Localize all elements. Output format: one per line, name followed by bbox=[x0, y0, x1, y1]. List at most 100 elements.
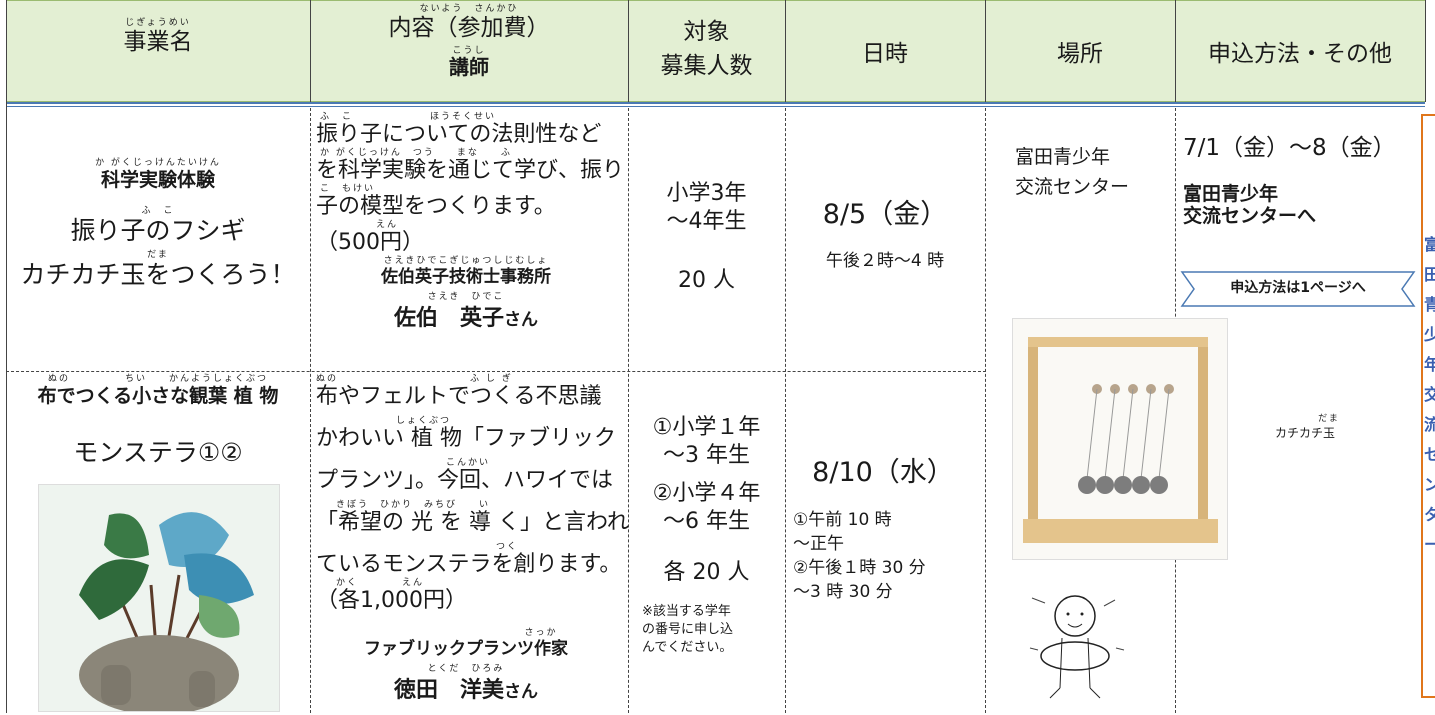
side-tab bbox=[1421, 114, 1435, 698]
content-line: 振り子についての法則性など bbox=[316, 122, 602, 147]
side-tab-label: 富田青少年交流センター bbox=[1424, 235, 1435, 554]
header-label: 対象 bbox=[683, 19, 730, 45]
header-label: 講師 bbox=[449, 55, 489, 79]
ruby-text: つく bbox=[496, 542, 519, 552]
ruby-text: とくだ ひろみ bbox=[427, 664, 505, 674]
target-grade: ～6 年生 bbox=[663, 509, 750, 534]
content-line: ているモンステラを創ります。 bbox=[316, 552, 622, 577]
header-target: 対象 募集人数 bbox=[628, 18, 785, 80]
row2-target: ①小学１年 ～3 年生 ②小学４年 ～6 年生 各 20 人 ※該当する学年 の… bbox=[628, 414, 785, 657]
header-label: 場所 bbox=[1057, 41, 1103, 67]
row1-datetime: 8/5（金） 午後２時～4 時 bbox=[785, 200, 985, 272]
ruby-text: えん bbox=[376, 220, 399, 230]
ruby-text: きぼう ひかり みちび い bbox=[336, 500, 491, 510]
col-divider bbox=[628, 108, 629, 713]
ruby-text: しょくぶつ bbox=[396, 416, 452, 426]
table-header bbox=[6, 0, 1425, 102]
col-divider bbox=[310, 0, 311, 102]
cradle-photo bbox=[1012, 318, 1228, 560]
row2-event: ぬの ちい かんようしょくぶつ 布でつくる小さな観葉 植 物 モンステラ①② bbox=[6, 374, 310, 468]
col-divider bbox=[1425, 0, 1426, 102]
row1-target: 小学3年 ～4年生 20 人 bbox=[628, 180, 785, 297]
col-divider bbox=[1175, 0, 1176, 102]
content-line: 布やフェルトでつくる不思議 bbox=[316, 384, 602, 409]
header-content: ないよう さんかひ 内容（参加費） こうし 講師 bbox=[310, 4, 628, 78]
plant-illustration bbox=[79, 512, 254, 715]
ruby-text: か がくじっけんたいけん bbox=[95, 158, 221, 168]
time-slot: ②午後１時 30 分 bbox=[793, 558, 926, 578]
banner-shape bbox=[1180, 271, 1416, 307]
content-line: 子の模型をつくります。 bbox=[316, 194, 556, 219]
content-line: プランツ」。今回、ハワイでは bbox=[316, 468, 614, 493]
content-line: 「希望の 光 を 導 く」と言われ bbox=[316, 510, 629, 535]
event-date: 8/5（金） bbox=[822, 199, 948, 230]
target-grade: ～4年生 bbox=[666, 209, 747, 234]
event-title: 振り子のフシギ bbox=[70, 216, 246, 245]
ruby-text: ぬの ふ し ぎ bbox=[316, 374, 513, 384]
apply-banner[interactable]: 申込方法は1ページへ bbox=[1180, 270, 1416, 308]
apply-line: 交流センターへ bbox=[1183, 205, 1317, 227]
event-title: モンステラ①② bbox=[73, 438, 243, 467]
header-label: 日時 bbox=[862, 41, 908, 67]
header-label: 募集人数 bbox=[660, 53, 753, 79]
header-event-name: じぎょうめい 事業名 bbox=[6, 18, 310, 56]
place-line: 交流センター bbox=[1015, 176, 1130, 198]
event-title: カチカチ玉をつくろう！ bbox=[20, 260, 296, 289]
ruby-text: ふ こ ほうそくせい bbox=[320, 112, 497, 122]
cradle-caption: だま カチカチ玉 bbox=[1255, 414, 1355, 443]
time-slot: ～正午 bbox=[793, 534, 844, 554]
header-label: 内容（参加費） bbox=[388, 15, 550, 41]
col-divider bbox=[785, 108, 786, 713]
target-grade: ②小学４年 bbox=[652, 481, 761, 506]
row-divider bbox=[6, 371, 986, 372]
note-line: ※該当する学年 bbox=[642, 604, 731, 619]
event-time: 午後２時～4 時 bbox=[825, 251, 945, 271]
honorific: さん bbox=[504, 682, 538, 702]
lecturer-org: ファブリックプランツ作家 bbox=[364, 639, 568, 659]
row2-datetime: 8/10（水） ①午前 10 時 ～正午 ②午後１時 30 分 ～3 時 30 … bbox=[793, 458, 983, 604]
place-line: 富田青少年 bbox=[1015, 146, 1111, 168]
lecturer-org: 佐伯英子技術士事務所 bbox=[381, 267, 551, 287]
row1-content: ふ こ ほうそくせい 振り子についての法則性など か がくじっけん つう まな … bbox=[316, 112, 626, 335]
col-divider bbox=[985, 108, 986, 713]
ruby-text: ふ こ bbox=[141, 206, 175, 216]
target-grade: ①小学１年 bbox=[652, 415, 761, 440]
ruby-text: さえき ひでこ bbox=[427, 292, 505, 302]
event-subtitle: 科学実験体験 bbox=[100, 169, 215, 191]
col-divider bbox=[785, 0, 786, 102]
col-divider bbox=[985, 0, 986, 102]
ruby-text: だま bbox=[147, 250, 169, 260]
capacity: 各 20 人 bbox=[663, 560, 750, 585]
honorific: さん bbox=[504, 310, 538, 330]
event-subtitle: 布でつくる小さな観葉 植 物 bbox=[37, 385, 279, 407]
ruby-text: さっか bbox=[524, 628, 558, 638]
apply-period: 7/1（金）～8（金） bbox=[1183, 135, 1396, 161]
header-label: 事業名 bbox=[123, 29, 193, 55]
ruby-text: こうし bbox=[452, 46, 486, 56]
header-label: 申込方法・その他 bbox=[1208, 41, 1392, 67]
monstera-photo bbox=[38, 484, 280, 715]
lecturer-name: 佐伯 英子 bbox=[393, 306, 504, 331]
row1-event: か がくじっけんたいけん 科学実験体験 ふ こ 振り子のフシギ だま カチカチ玉… bbox=[6, 158, 310, 290]
ruby-text: だま bbox=[1318, 414, 1340, 424]
col-divider bbox=[310, 108, 311, 713]
ruby-text: こんかい bbox=[446, 458, 491, 468]
caption-text: カチカチ玉 bbox=[1274, 426, 1335, 440]
ruby-text: か がくじっけん つう まな ふ bbox=[320, 148, 512, 158]
time-slot: ～3 時 30 分 bbox=[793, 582, 893, 602]
ruby-text: こ もけい bbox=[320, 184, 376, 194]
row2-content: ぬの ふ し ぎ 布やフェルトでつくる不思議 しょくぶつ かわいい 植 物「ファ… bbox=[316, 374, 629, 707]
note-line: の番号に申し込 bbox=[642, 622, 734, 637]
event-date: 8/10（水） bbox=[812, 457, 954, 488]
swimmer-icon bbox=[1029, 595, 1125, 699]
col-divider bbox=[6, 0, 7, 713]
row1-place: 富田青少年 交流センター bbox=[1015, 142, 1175, 202]
header-place: 場所 bbox=[985, 40, 1175, 68]
header-datetime: 日時 bbox=[785, 40, 985, 68]
fee: （各1,000円） bbox=[316, 588, 467, 613]
content-line: かわいい 植 物「ファブリック bbox=[316, 426, 616, 451]
col-divider bbox=[628, 0, 629, 102]
fee: （500円） bbox=[316, 230, 424, 255]
target-grade: ～3 年生 bbox=[663, 443, 750, 468]
note-line: んでください。 bbox=[642, 640, 733, 655]
